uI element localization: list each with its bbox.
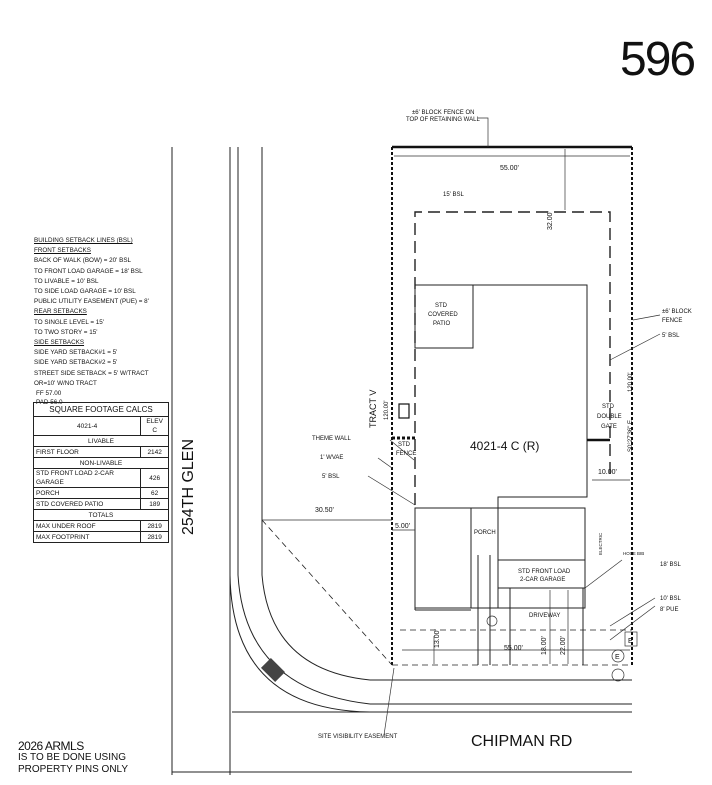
leader-line bbox=[632, 314, 661, 321]
patio-label: PATIO bbox=[433, 321, 450, 327]
block-fence-right-label: ±6' BLOCK bbox=[662, 309, 692, 315]
leader-line bbox=[377, 457, 393, 469]
dim-rear-depth: 32.00' bbox=[547, 211, 554, 230]
bsl-5-right-label: 5' BSL bbox=[662, 333, 680, 339]
square-footage-table: SQUARE FOOTAGE CALCS 4021-4 ELEV C LIVAB… bbox=[32, 402, 169, 543]
watermark-stamp: 2026 ARMLS bbox=[18, 739, 84, 753]
leader-line bbox=[609, 605, 656, 641]
pins-note-line: PROPERTY PINS ONLY bbox=[18, 764, 129, 775]
setback-line bbox=[414, 211, 611, 505]
patio-label: STD bbox=[435, 303, 448, 309]
curb-return bbox=[237, 574, 371, 705]
gate-label: DOUBLE bbox=[597, 414, 622, 420]
street-name-south: CHIPMAN RD bbox=[471, 733, 573, 750]
setback-title: BUILDING SETBACK LINES (BSL) bbox=[34, 237, 133, 244]
e-box-label: E bbox=[628, 638, 633, 645]
leader-line bbox=[367, 475, 416, 506]
block-fence-label: TOP OF RETAINING WALL bbox=[406, 117, 480, 123]
lot-number: 596 bbox=[620, 33, 696, 86]
leader-line bbox=[609, 597, 656, 627]
house-plan-label: 4021-4 C (R) bbox=[470, 439, 539, 453]
dim-drive-18: 18.00' bbox=[541, 636, 548, 655]
pins-note-line: IS TO BE DONE USING bbox=[18, 752, 126, 763]
pue-label: 8' PUE bbox=[660, 607, 679, 613]
theme-wall-label: THEME WALL bbox=[312, 436, 351, 442]
street-name-west: 254TH GLEN bbox=[180, 438, 197, 535]
garage bbox=[497, 559, 586, 589]
bearing-label: S0°27'36" E bbox=[628, 420, 634, 452]
dim-side-10: 10.00' bbox=[598, 469, 617, 476]
water-icon bbox=[611, 668, 625, 682]
pins-note: 2026 ARMLS IS TO BE DONE USING PROPERTY … bbox=[18, 740, 128, 776]
tract-dim: 120.00' bbox=[384, 401, 390, 421]
electric-label: ELECTRIC bbox=[598, 532, 603, 555]
side-setbacks-heading: SIDE SETBACKS bbox=[34, 339, 85, 347]
block-fence-right-label: FENCE bbox=[662, 318, 682, 324]
block-fence-label: ±6' BLOCK FENCE ON bbox=[412, 110, 474, 116]
leader-line bbox=[609, 333, 661, 361]
leader-line bbox=[584, 559, 623, 589]
rear-setbacks-heading: REAR SETBACKS bbox=[34, 308, 87, 316]
bsl-15-label: 15' BSL bbox=[443, 192, 464, 198]
std-fence-label: FENCE bbox=[396, 451, 416, 457]
table-row-label: MAX FOOTPRINT bbox=[32, 531, 142, 543]
setback-line: STREET SIDE SETBACK = 5' W/TRACT bbox=[34, 369, 149, 377]
meter-icon bbox=[486, 615, 498, 627]
tract-label: TRACT V bbox=[368, 390, 378, 428]
bsl-18-label: 18' BSL bbox=[660, 562, 681, 568]
electric-box-icon bbox=[624, 631, 638, 647]
setback-line: TO FRONT LOAD GARAGE = 18' BSL bbox=[34, 267, 143, 275]
curb-return bbox=[229, 574, 371, 713]
garage-label: STD FRONT LOAD bbox=[518, 569, 571, 575]
dim-bottom-width: 55.00' bbox=[504, 645, 523, 652]
setback-line: TO TWO STORY = 15' bbox=[34, 328, 98, 336]
setback-line: TO SINGLE LEVEL = 15' bbox=[34, 318, 104, 326]
wvae-label: 1' WVAE bbox=[320, 455, 343, 461]
setback-line: OR=10' W/NO TRACT bbox=[34, 379, 97, 387]
leader-line bbox=[478, 117, 489, 147]
patio-label: COVERED bbox=[428, 312, 458, 318]
curb-ramp bbox=[260, 657, 286, 683]
sight-line bbox=[261, 519, 393, 666]
porch-label: PORCH bbox=[474, 530, 496, 536]
driveway-label: DRIVEWAY bbox=[529, 613, 560, 619]
e-circle-label: E bbox=[615, 654, 620, 661]
covered-patio bbox=[414, 284, 474, 349]
garage-label: 2-CAR GARAGE bbox=[520, 577, 565, 583]
setback-line: TO SIDE LOAD GARAGE = 10' BSL bbox=[34, 288, 136, 296]
dim-front-30: 30.50' bbox=[315, 507, 334, 514]
gate-label: GATE bbox=[601, 424, 617, 430]
setback-line: SIDE YARD SETBACK#1 = 5' bbox=[34, 349, 118, 357]
setback-line: TO LIVABLE = 10' BSL bbox=[34, 277, 99, 285]
finish-floor: FF 57.00 bbox=[36, 390, 62, 398]
leader-line bbox=[389, 439, 415, 461]
gate-label: STD bbox=[602, 404, 615, 410]
tract-marker bbox=[398, 403, 410, 419]
porch bbox=[470, 507, 499, 609]
bsl-10-label: 10' BSL bbox=[660, 596, 681, 602]
dim-top-width: 55.00' bbox=[500, 165, 519, 172]
dim-front-13: 13.00' bbox=[434, 629, 441, 648]
garage-outline bbox=[414, 507, 586, 609]
setback-line: BACK OF WALK (BOW) = 20' BSL bbox=[34, 257, 132, 265]
hose-bib-label: HOSE BIB bbox=[623, 551, 644, 556]
front-setbacks-heading: FRONT SETBACKS bbox=[34, 247, 91, 255]
dim-drive-22: 22.00' bbox=[560, 636, 567, 655]
electric-icon bbox=[611, 649, 625, 663]
curb-return bbox=[261, 574, 371, 681]
setback-line: PUBLIC UTILITY EASEMENT (PUE) = 8' bbox=[34, 298, 149, 306]
leader-line bbox=[383, 667, 395, 736]
house-footprint bbox=[415, 284, 588, 509]
bearing-dim: 120.00' bbox=[628, 373, 634, 393]
table-row-value: 2819 bbox=[140, 531, 169, 543]
bsl-5-left-label: 5' BSL bbox=[322, 474, 340, 480]
std-fence-label: STD bbox=[398, 442, 411, 448]
sight-easement-label: SITE VISIBILITY EASEMENT bbox=[318, 734, 398, 740]
dim-side-5: 5.00' bbox=[395, 523, 410, 530]
setback-line: SIDE YARD SETBACK#2 = 5' bbox=[34, 359, 118, 367]
